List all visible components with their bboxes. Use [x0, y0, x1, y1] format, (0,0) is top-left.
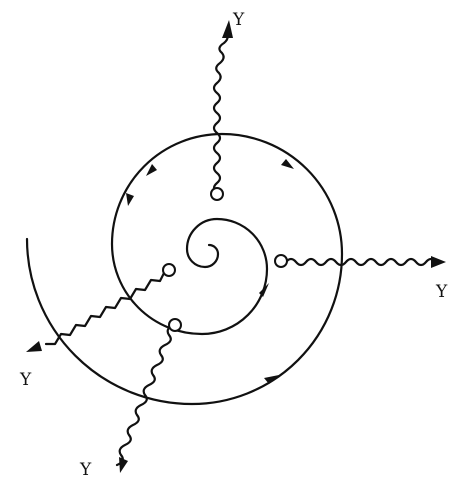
vertex-right	[275, 255, 287, 267]
arrow-lower-right	[264, 375, 279, 384]
vertex-top	[211, 188, 223, 200]
photon-line-lower-left	[46, 271, 165, 344]
photon-line-down	[117, 325, 173, 465]
arrowhead-down	[119, 457, 128, 473]
photon-lines	[26, 20, 446, 473]
arrow-upper-right	[281, 159, 294, 169]
photon-label-bottom: Y	[80, 462, 91, 479]
photon-label-left: Y	[20, 372, 31, 389]
vertex-bottom	[169, 319, 181, 331]
photon-label-right: Y	[436, 284, 447, 301]
arrow-upper-left	[146, 164, 157, 176]
vertex-left	[163, 264, 175, 276]
arrow-left	[126, 193, 134, 206]
photon-line-right	[286, 259, 436, 265]
direction-arrows	[126, 159, 294, 384]
spiral-trajectory	[27, 134, 342, 404]
arrowhead-lower-left	[26, 341, 42, 352]
photon-line-up	[214, 33, 228, 193]
arrowhead-up	[222, 20, 233, 38]
arrowhead-right	[431, 256, 446, 268]
photon-label-top: Y	[233, 12, 244, 29]
emission-vertices	[163, 188, 287, 331]
